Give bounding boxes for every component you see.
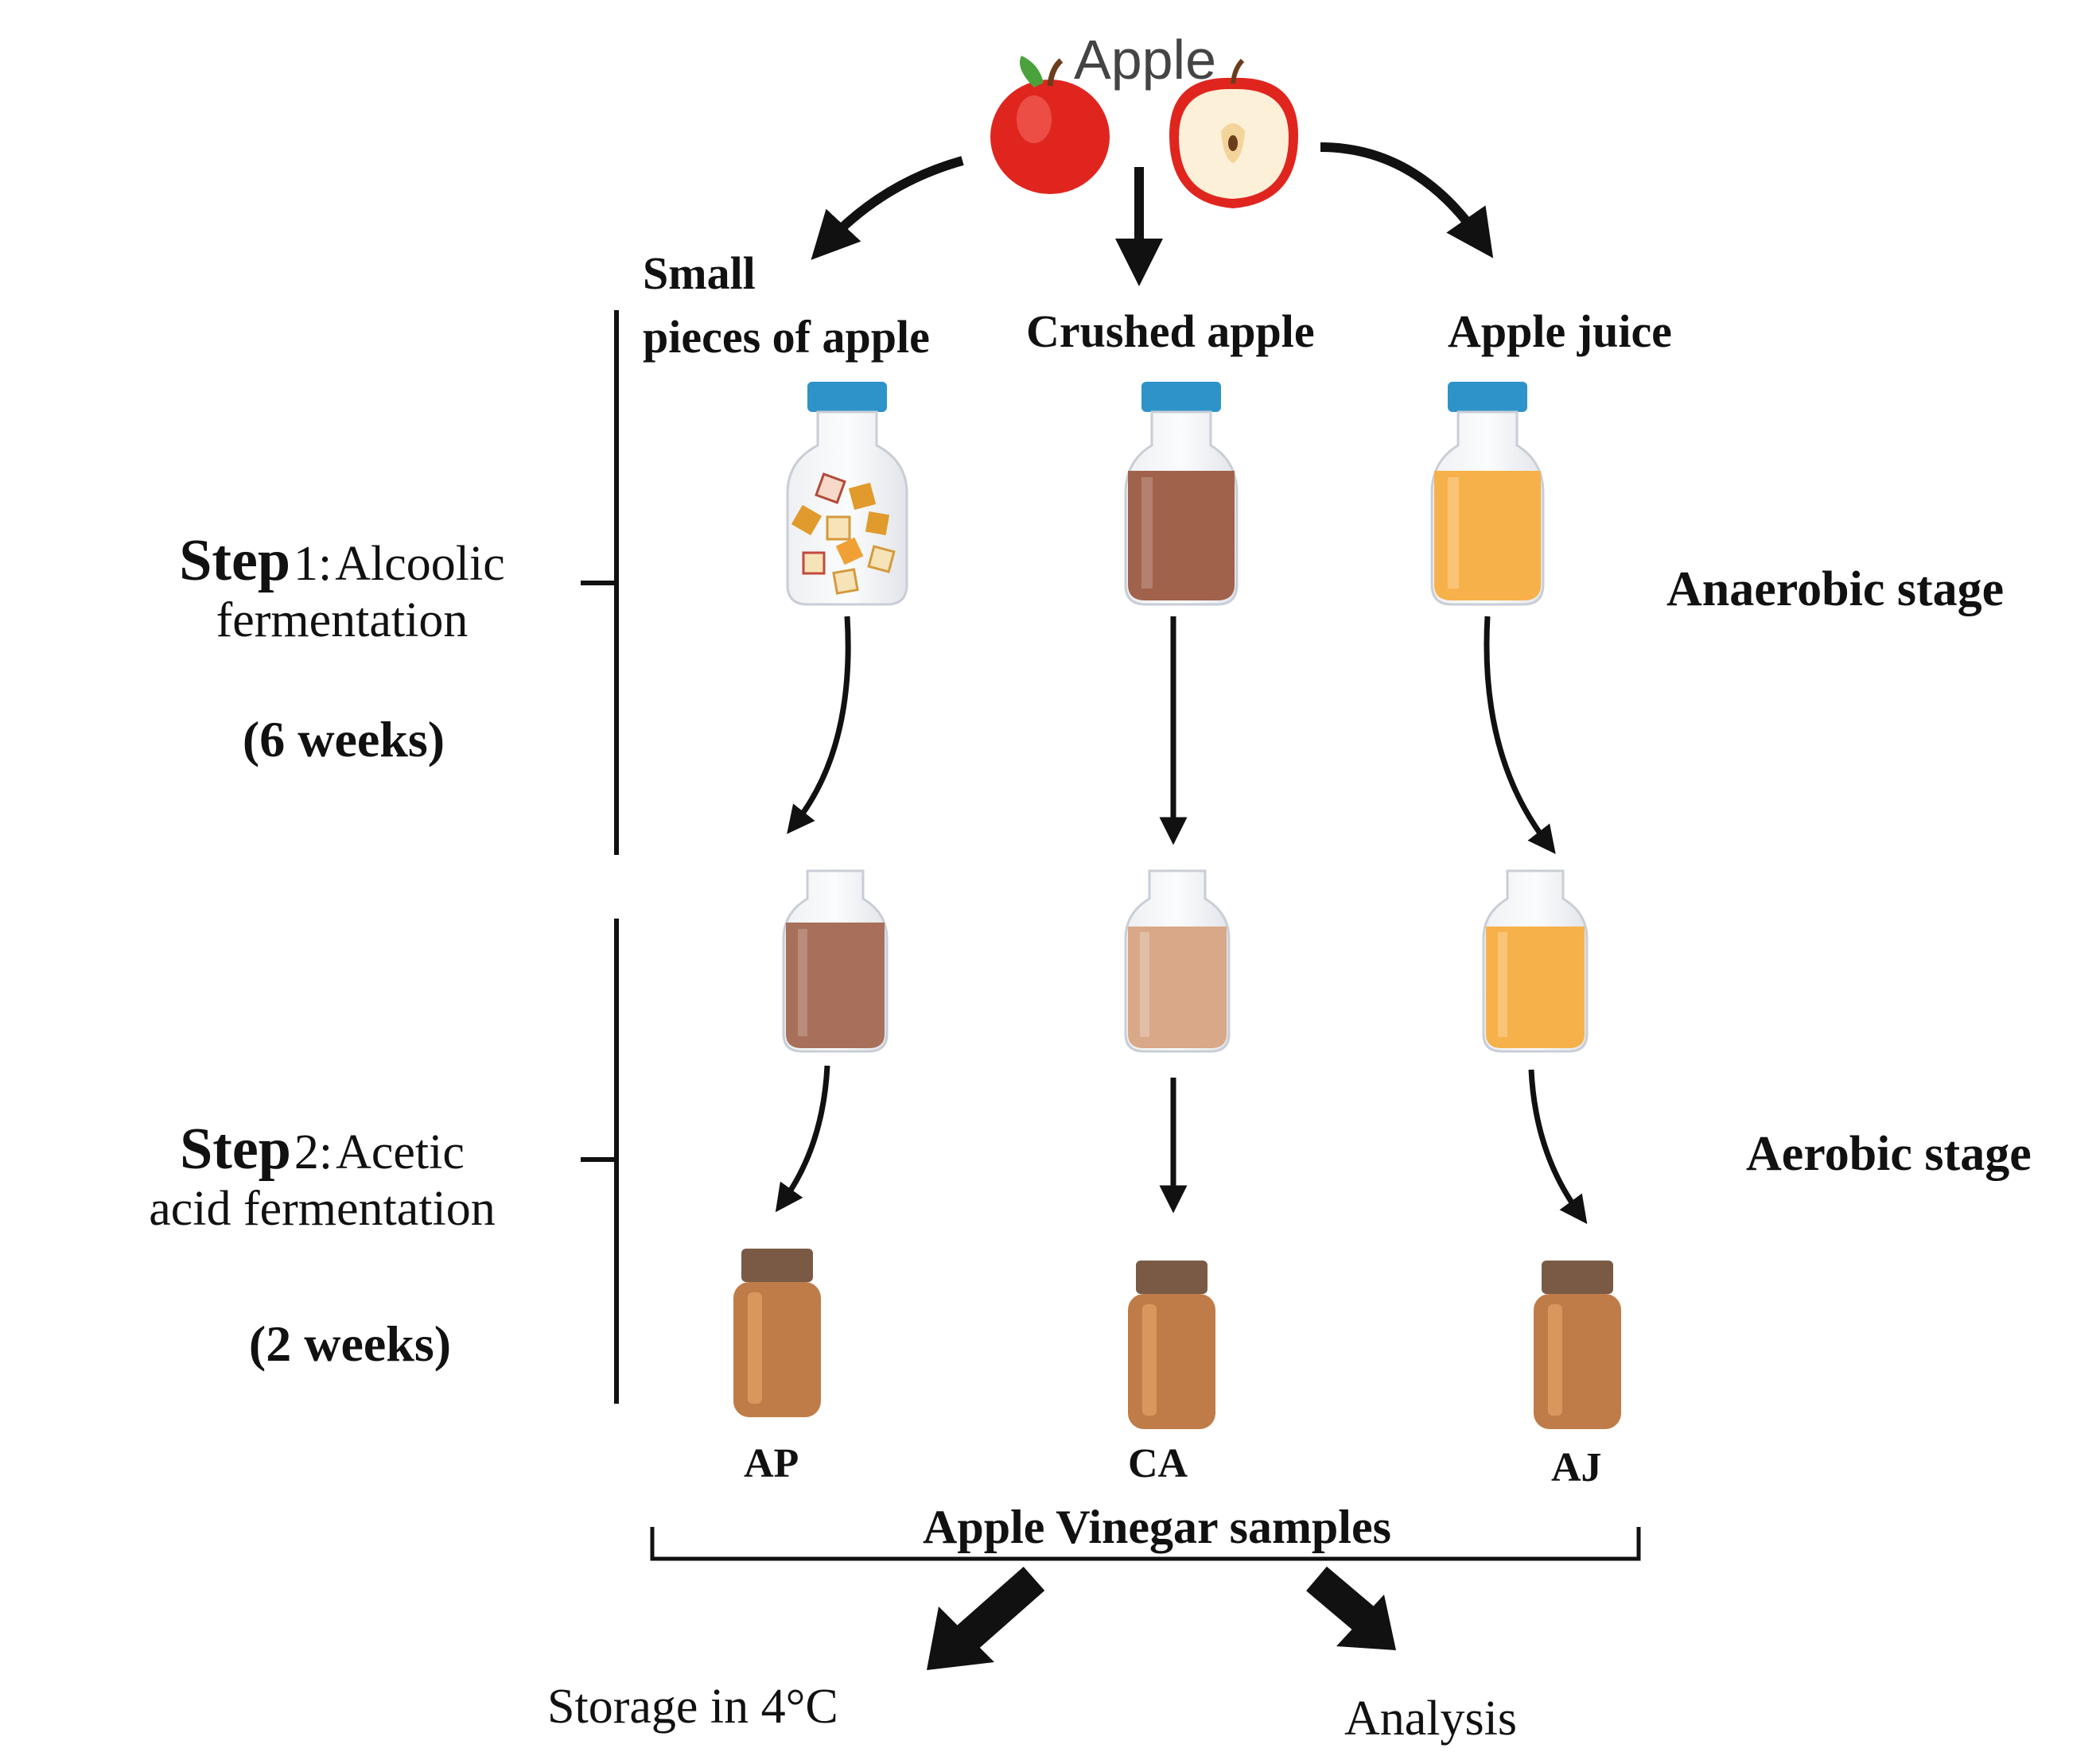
code-ca: CA bbox=[1128, 1441, 1188, 1486]
step2-duration-text: (2 weeks) bbox=[248, 1315, 452, 1372]
juice-label: Apple juice bbox=[1448, 305, 1672, 357]
apple-title: Apple bbox=[1074, 29, 1217, 91]
step1-duration: (6 weeks) bbox=[243, 714, 546, 765]
storage-arrow-icon bbox=[927, 1567, 1045, 1670]
step2-number: 2 bbox=[294, 1125, 319, 1179]
step2-name-line2: acid fermentation bbox=[149, 1182, 496, 1237]
step2-sep: : bbox=[318, 1125, 333, 1179]
whole-apple-icon bbox=[990, 56, 1110, 194]
ca-open-jar-icon bbox=[1124, 869, 1231, 1053]
step1-bracket bbox=[581, 310, 619, 855]
arrow-to-juice bbox=[1320, 142, 1494, 258]
arrow-juice-step1 bbox=[1484, 616, 1556, 854]
step1-name-line1: Alcoolic bbox=[335, 537, 505, 591]
step2-name-line1: Acetic bbox=[336, 1125, 465, 1179]
crushed-label: Crushed apple bbox=[1026, 305, 1315, 357]
analysis-label: Analysis bbox=[1344, 1692, 1517, 1746]
halved-apple-icon bbox=[1169, 58, 1298, 208]
step2-bracket bbox=[581, 919, 619, 1404]
step1-duration-text: (6 weeks) bbox=[242, 711, 445, 767]
arrow-pieces-step1 bbox=[787, 616, 851, 834]
juice-jar-icon bbox=[1430, 382, 1545, 606]
ap-vinegar-bottle-icon bbox=[733, 1249, 821, 1417]
code-ap: AP bbox=[744, 1441, 799, 1486]
ap-open-jar-icon bbox=[782, 869, 889, 1053]
arrow-ap-step2 bbox=[775, 1065, 830, 1213]
anaerobic-stage-label: Anaerobic stage bbox=[1666, 562, 2005, 616]
aerobic-stage-label: Aerobic stage bbox=[1746, 1127, 2032, 1181]
aj-vinegar-bottle-icon bbox=[1534, 1261, 1621, 1429]
arrow-to-pieces bbox=[811, 156, 964, 260]
crushed-jar-icon bbox=[1124, 382, 1239, 606]
step2-label: Step 2: Acetic acid fermentation bbox=[84, 1117, 561, 1237]
samples-bracket bbox=[650, 1527, 1641, 1561]
aj-open-jar-icon bbox=[1482, 869, 1589, 1053]
step1-label: Step 1: Alcoolic fermentation bbox=[119, 528, 565, 648]
code-aj: AJ bbox=[1551, 1445, 1602, 1490]
arrow-aj-step2 bbox=[1528, 1069, 1588, 1225]
step1-name-line2: fermentation bbox=[216, 593, 469, 648]
pieces-jar-icon bbox=[786, 382, 908, 606]
samples-label: Apple Vinegar samples bbox=[923, 1501, 1391, 1553]
pieces-label-line2: pieces of apple bbox=[643, 311, 930, 363]
step1-sep: : bbox=[318, 537, 332, 591]
pieces-label-line1: Small bbox=[643, 247, 756, 299]
storage-label: Storage in 4°C bbox=[547, 1680, 838, 1734]
step2-word: Step bbox=[180, 1117, 291, 1182]
ca-vinegar-bottle-icon bbox=[1128, 1261, 1215, 1429]
step1-word: Step bbox=[179, 528, 291, 593]
step1-number: 1 bbox=[294, 537, 319, 591]
step2-duration: (2 weeks) bbox=[249, 1319, 552, 1369]
analysis-arrow-icon bbox=[1306, 1566, 1396, 1650]
